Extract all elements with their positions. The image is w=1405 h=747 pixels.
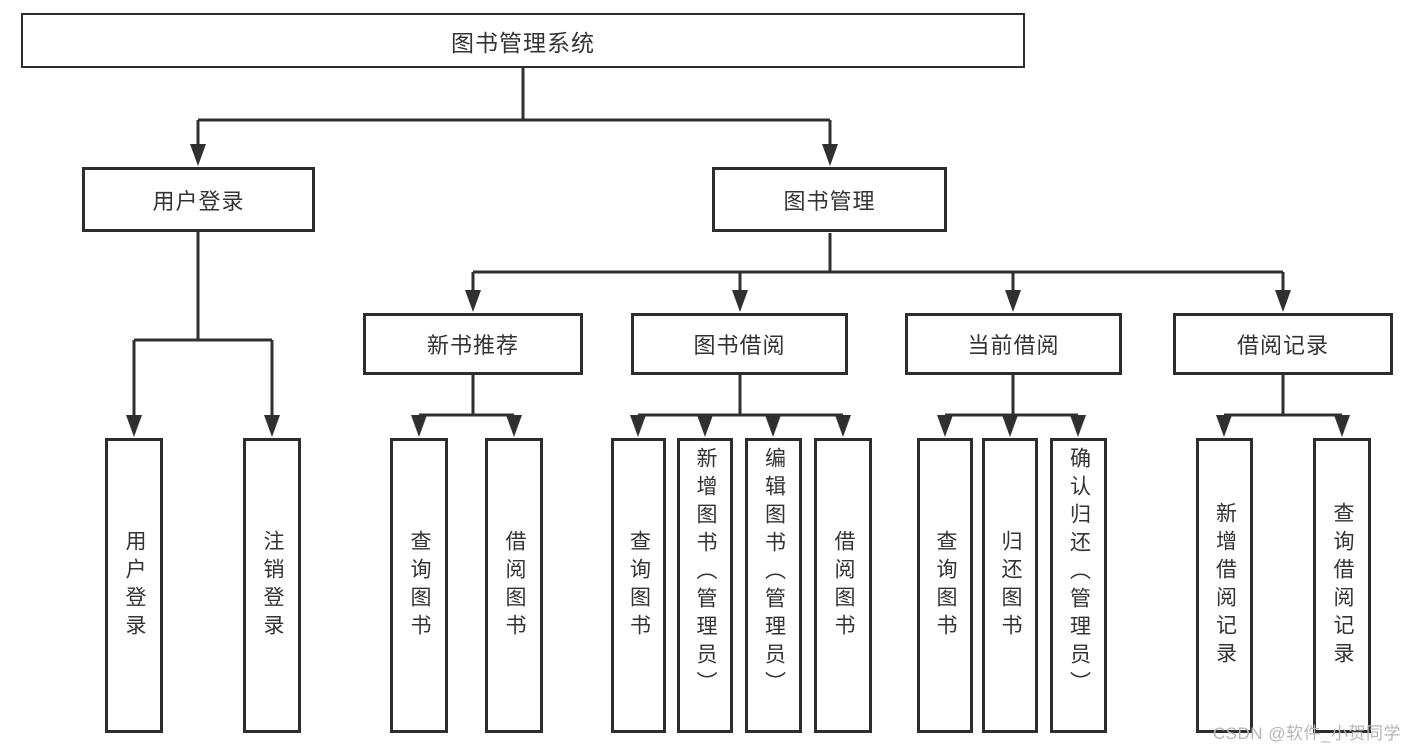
node-label: 借阅记录 bbox=[1236, 333, 1329, 358]
connector-borrow-records-to-leaves bbox=[1224, 375, 1342, 417]
node-label: 归还图书 bbox=[999, 529, 1023, 642]
node-label: 查询图书 bbox=[627, 529, 651, 642]
arrowhead bbox=[822, 144, 838, 166]
leaf-records-query-record: 查询借阅记录 bbox=[1313, 438, 1371, 733]
leaf-current-confirm-return: 确认归还（管理员） bbox=[1050, 438, 1107, 733]
leaf-borrow-add-books: 新增图书（管理员） bbox=[677, 438, 733, 733]
node-label: 编辑图书（管理员） bbox=[762, 447, 786, 699]
arrowhead bbox=[190, 144, 206, 166]
leaf-current-query-books: 查询图书 bbox=[917, 438, 973, 733]
node-label: 图书借阅 bbox=[693, 333, 786, 358]
arrowheads bbox=[126, 144, 1350, 437]
node-label: 查询图书 bbox=[408, 529, 432, 642]
node-label: 当前借阅 bbox=[967, 333, 1060, 358]
arrowhead bbox=[732, 290, 748, 312]
node-label: 借阅图书 bbox=[832, 529, 856, 642]
leaf-current-return-books: 归还图书 bbox=[982, 438, 1038, 733]
leaf-recommend-borrow-books: 借阅图书 bbox=[485, 438, 543, 733]
arrowhead bbox=[937, 415, 953, 437]
connector-current-borrow-to-leaves bbox=[945, 375, 1078, 417]
arrowhead bbox=[1275, 290, 1291, 312]
leaf-records-add-record: 新增借阅记录 bbox=[1196, 438, 1253, 733]
connector-new-book-recommend-to-leaves bbox=[419, 375, 514, 417]
arrowhead bbox=[1002, 415, 1018, 437]
node-label: 用户登录 bbox=[123, 529, 147, 642]
node-current-borrow: 当前借阅 bbox=[905, 313, 1122, 375]
node-borrow-records: 借阅记录 bbox=[1173, 313, 1393, 375]
node-library-management-system: 图书管理系统 bbox=[21, 13, 1025, 68]
node-label: 注销登录 bbox=[261, 529, 285, 642]
leaf-borrow-borrow-books: 借阅图书 bbox=[814, 438, 872, 733]
node-user-login: 用户登录 bbox=[82, 167, 315, 232]
arrowhead bbox=[506, 415, 522, 437]
node-new-book-recommend: 新书推荐 bbox=[363, 313, 583, 375]
node-label: 图书管理系统 bbox=[451, 29, 595, 56]
arrowhead bbox=[126, 415, 142, 437]
leaf-borrow-edit-books: 编辑图书（管理员） bbox=[745, 438, 802, 733]
arrowhead bbox=[411, 415, 427, 437]
node-book-borrow: 图书借阅 bbox=[631, 313, 848, 375]
node-label: 用户登录 bbox=[152, 188, 245, 214]
watermark: CSDN @软件_小贺同学 bbox=[1212, 724, 1401, 743]
node-label: 查询借阅记录 bbox=[1331, 501, 1355, 670]
leaf-recommend-query-books: 查询图书 bbox=[390, 438, 448, 733]
leaf-user-login: 用户登录 bbox=[105, 438, 163, 733]
connector-user-login-to-leaves bbox=[132, 232, 274, 417]
node-label: 新增图书（管理员） bbox=[694, 447, 718, 699]
leaf-borrow-query-books: 查询图书 bbox=[611, 438, 666, 733]
node-label: 确认归还（管理员） bbox=[1067, 447, 1091, 699]
arrowhead bbox=[1216, 415, 1232, 437]
arrowhead bbox=[1005, 290, 1021, 312]
arrowhead bbox=[264, 415, 280, 437]
node-book-management: 图书管理 bbox=[712, 167, 947, 232]
connector-book-borrow-to-leaves bbox=[638, 375, 843, 417]
arrowhead bbox=[1070, 415, 1086, 437]
arrowhead bbox=[835, 415, 851, 437]
arrowhead bbox=[765, 415, 781, 437]
node-label: 图书管理 bbox=[783, 188, 876, 214]
leaf-logout: 注销登录 bbox=[243, 438, 301, 733]
arrowhead bbox=[465, 290, 481, 312]
connector-root-to-level2 bbox=[196, 68, 832, 146]
arrowhead bbox=[1334, 415, 1350, 437]
arrowhead bbox=[697, 415, 713, 437]
node-label: 新增借阅记录 bbox=[1213, 501, 1237, 670]
node-label: 新书推荐 bbox=[426, 333, 519, 358]
arrowhead bbox=[630, 415, 646, 437]
connector-book-management-to-level3 bbox=[471, 233, 1285, 292]
node-label: 查询图书 bbox=[934, 529, 958, 642]
node-label: 借阅图书 bbox=[503, 529, 527, 642]
